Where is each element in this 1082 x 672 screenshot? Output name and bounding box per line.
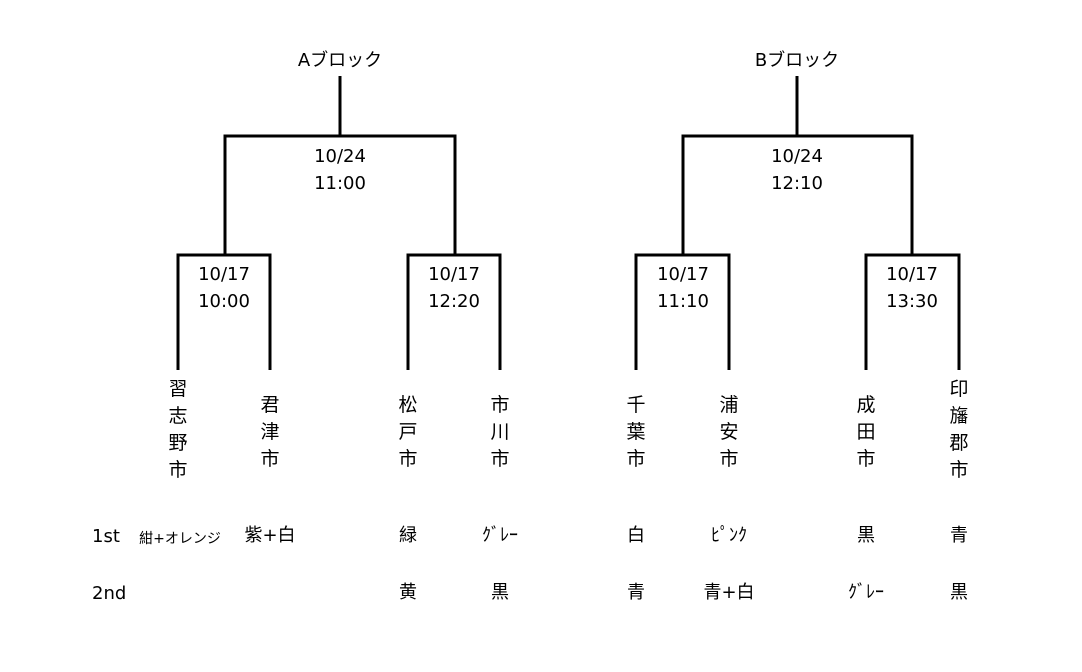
block-b-final-time: 12:10 <box>771 173 823 194</box>
team-name: 習志野市 <box>168 378 188 481</box>
uniform-second-cell: 青 <box>627 582 645 603</box>
block-a-semi-1-bracket <box>176 253 272 370</box>
block-b-semi-2-time: 13:30 <box>886 291 938 312</box>
team-name: 市川市 <box>490 394 510 470</box>
uniform-second-cell: 青+白 <box>703 582 755 603</box>
block-a-semi-2-bracket <box>406 253 502 370</box>
uniform-first-cell: 紺+オレンジ <box>139 531 221 547</box>
uniform-first-cell: 紫+白 <box>244 525 296 546</box>
block-b-final-bracket <box>681 134 914 255</box>
block-a-semi-2-time: 12:20 <box>428 291 480 312</box>
uniform-second-cell: ｸﾞﾚｰ <box>848 582 884 603</box>
uniform-second-cell: 黒 <box>491 582 509 603</box>
uniform-first-cell: 黒 <box>857 525 875 546</box>
block-a-final-bracket <box>223 134 457 255</box>
uniform-first-cell: ﾋﾟﾝｸ <box>711 525 747 546</box>
team-name: 君津市 <box>260 394 280 470</box>
team-name: 成田市 <box>856 394 876 470</box>
uniform-first-cell: 青 <box>950 525 968 546</box>
team-name: 松戸市 <box>398 394 418 470</box>
block-a-semi-1-date: 10/17 <box>198 264 250 285</box>
uniform-first-cell: 白 <box>627 525 645 546</box>
block-a-semi-2-date: 10/17 <box>428 264 480 285</box>
uniform-second-cell: 黄 <box>399 582 417 603</box>
uniform-first-cell: ｸﾞﾚｰ <box>482 525 518 546</box>
block-b-final-date: 10/24 <box>771 146 823 167</box>
block-a-semi-1-time: 10:00 <box>198 291 250 312</box>
block-b-semi-1-date: 10/17 <box>657 264 709 285</box>
second-uniform-label: 2nd <box>92 583 127 604</box>
team-name: 印旛郡市 <box>949 378 969 481</box>
block-b-semi-2-date: 10/17 <box>886 264 938 285</box>
uniform-second-cell: 黒 <box>950 582 968 603</box>
block-a-final-date: 10/24 <box>314 146 366 167</box>
block-b-semi-1-time: 11:10 <box>657 291 709 312</box>
block-b-semi-2-bracket <box>864 253 961 370</box>
block-a-final-time: 11:00 <box>314 173 366 194</box>
block-b-semi-1-bracket <box>634 253 731 370</box>
team-name: 千葉市 <box>626 394 646 470</box>
block-a-title: Aブロック <box>297 50 383 71</box>
block-b-title: Bブロック <box>754 50 840 71</box>
uniform-first-cell: 緑 <box>399 525 417 546</box>
team-name: 浦安市 <box>719 394 739 470</box>
first-uniform-label: 1st <box>92 526 120 547</box>
